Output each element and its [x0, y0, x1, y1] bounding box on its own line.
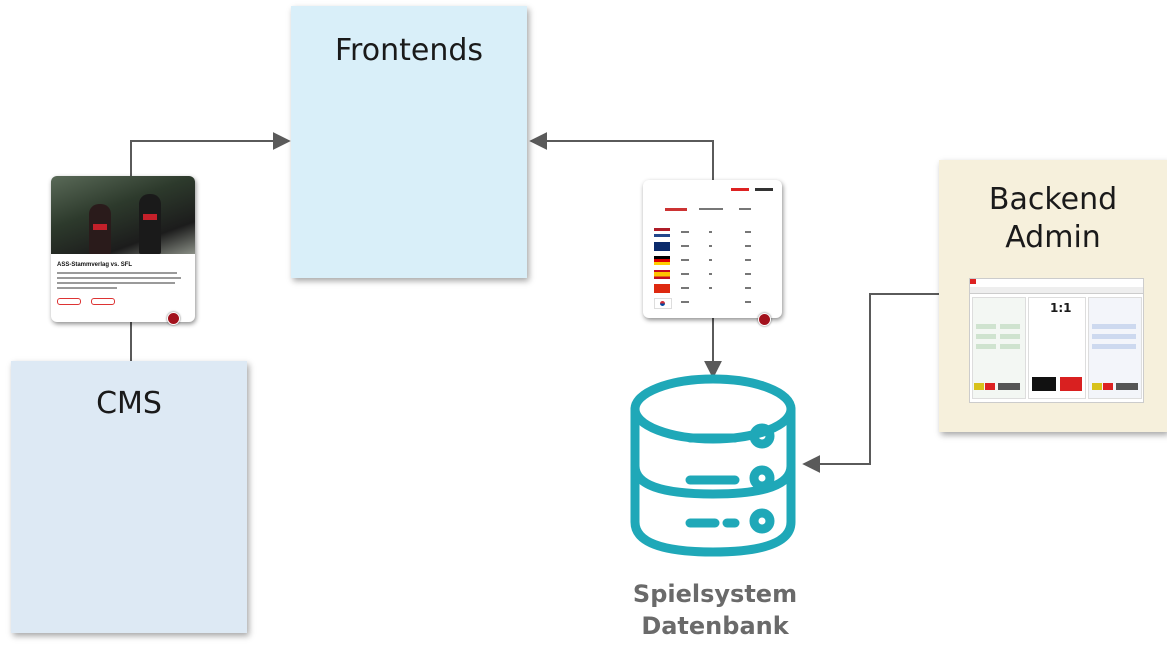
news-preview-image [51, 176, 195, 254]
news-preview-card: ASS-Stammverlag vs. SFL [51, 176, 195, 322]
news-tag [91, 298, 116, 305]
news-card-badge-icon [167, 312, 180, 325]
table-card-badge-icon [758, 313, 771, 326]
backend-admin-node: Backend Admin 1:1 [939, 160, 1167, 432]
frontends-node: Frontends [291, 6, 527, 278]
cms-label: CMS [96, 386, 162, 421]
edge-backend-database [802, 293, 939, 473]
table-preview-card [643, 180, 782, 318]
backend-admin-screenshot: 1:1 [969, 278, 1144, 403]
news-card-title: ASS-Stammverlag vs. SFL [57, 262, 133, 268]
database-label: Spielsystem Datenbank [632, 580, 798, 640]
frontends-label: Frontends [334, 33, 484, 68]
cms-node: CMS [11, 361, 247, 633]
edge-database-frontends [529, 132, 714, 180]
news-tag [57, 298, 81, 305]
backend-admin-label: Backend Admin [988, 182, 1118, 255]
database-icon [630, 374, 796, 557]
